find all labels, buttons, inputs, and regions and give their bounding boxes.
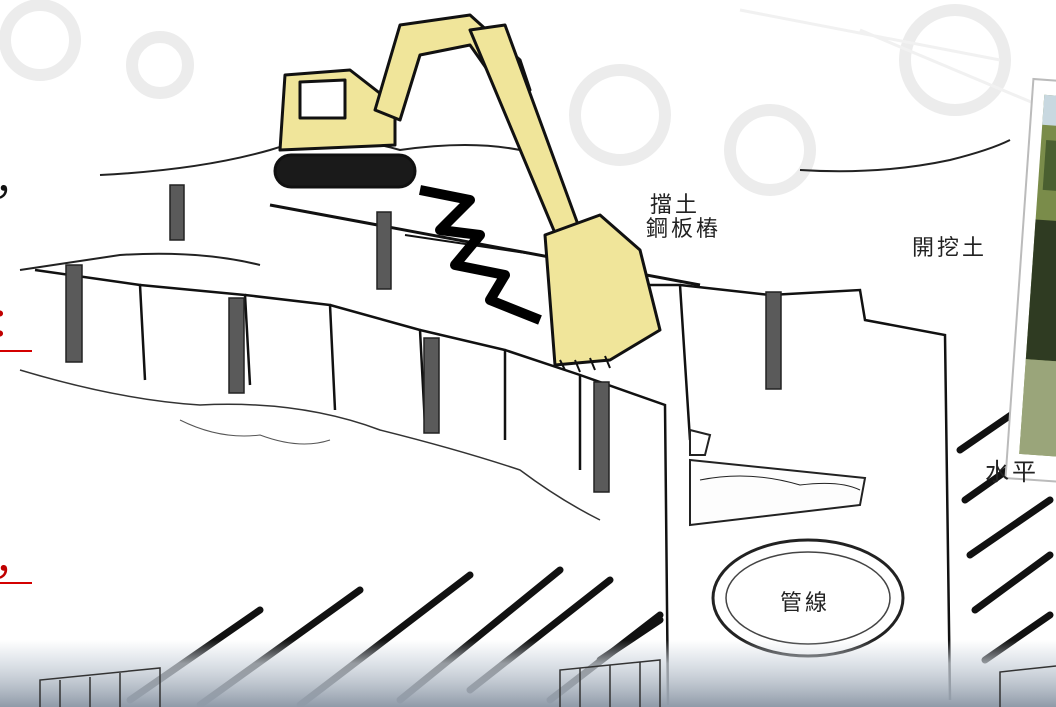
red-underline-2: [0, 582, 32, 584]
red-underline-1: [0, 350, 32, 352]
edge-glyph-middle: ：: [0, 290, 30, 348]
horizontal-label: 水平: [985, 452, 1039, 487]
strut-board: [690, 430, 865, 525]
photo-icon: [1005, 79, 1056, 482]
sheet-pile-label-line2: 鋼板樁: [646, 218, 721, 242]
sheet-pile-label: 擋土 鋼板樁: [646, 194, 721, 242]
excavation-label: 開挖土: [912, 230, 987, 262]
sheet-pile-label-line1: 擋土: [646, 194, 721, 218]
edge-glyph-top: ，: [0, 148, 34, 206]
edge-glyph-bottom: ，: [0, 528, 34, 586]
pipeline-label: 管線: [776, 585, 834, 617]
